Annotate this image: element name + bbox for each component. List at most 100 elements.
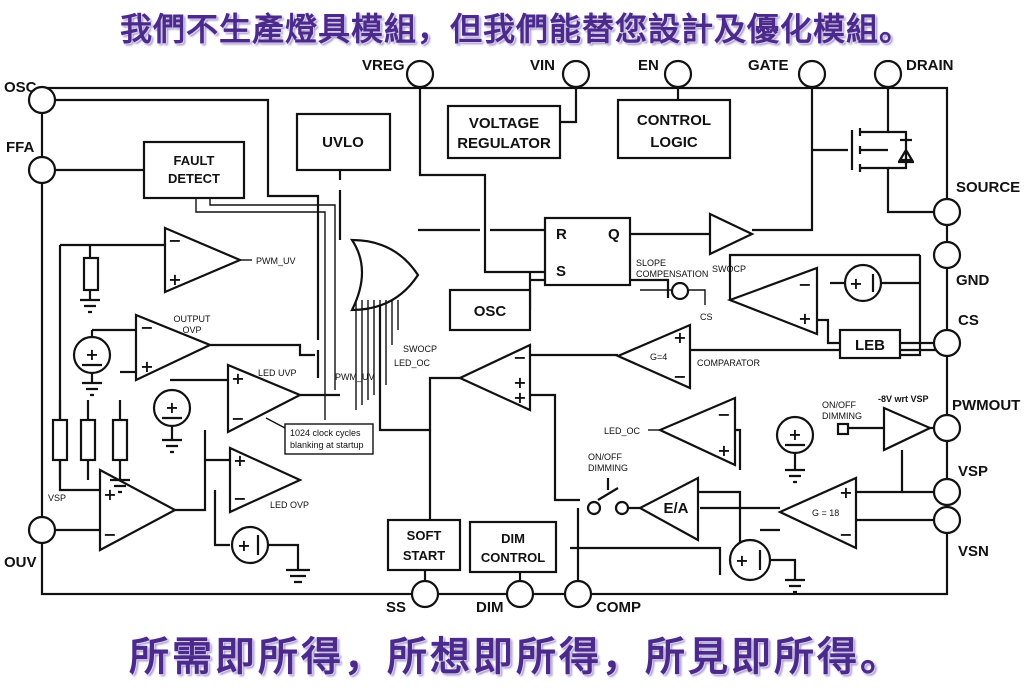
svg-text:−: − (140, 318, 153, 337)
led-uvp-label: LED UVP (258, 368, 297, 378)
svg-text:+: + (233, 451, 246, 470)
svg-text:+: + (140, 357, 153, 376)
swocp-comparator: SWOCP − + (712, 264, 819, 336)
pin-vsp: VSP (932, 463, 988, 507)
pin-gnd: GND (932, 240, 990, 289)
pin-dim: DIM (476, 579, 535, 616)
pin-ss: SS (386, 579, 440, 616)
pin-gnd-label: GND (956, 272, 990, 289)
control-logic-label-2: LOGIC (650, 134, 698, 151)
pin-osc-label: OSC (4, 79, 37, 96)
led-ovp-label: LED OVP (270, 500, 309, 510)
blanking-label-1: 1024 clock cycles (290, 428, 361, 438)
pwmout-buffer: ON/OFF DIMMING -8V wrt VSP (822, 394, 933, 452)
pin-gate-label: GATE (748, 57, 789, 74)
pin-en: EN (638, 57, 693, 89)
slope-label-2: COMPENSATION (636, 269, 708, 279)
svg-text:−: − (673, 367, 686, 386)
fault-detect-block: FAULT DETECT (142, 140, 246, 200)
osc-block: OSC (448, 288, 532, 332)
control-logic-label-1: CONTROL (637, 112, 711, 129)
dim-control-block: DIM CONTROL (468, 520, 558, 574)
onoff-buf-label-1: ON/OFF (822, 400, 856, 410)
svg-text:−: − (231, 409, 244, 428)
pin-comp-label: COMP (596, 599, 641, 616)
uvlo-label: UVLO (322, 134, 364, 151)
pin-drain-label: DRAIN (906, 57, 954, 74)
or-gate: SWOCP LED_OC PWM_UV (335, 238, 437, 410)
blanking-note: 1024 clock cycles blanking at startup (265, 417, 374, 455)
svg-text:+: + (103, 485, 116, 504)
pwm-uv-gate-label: PWM_UV (335, 372, 375, 382)
top-banner-text: 我們不生產燈具模組，但我們能替您設計及優化模組。 (119, 10, 912, 48)
pin-cs: CS (932, 312, 979, 358)
voltage-regulator-block: VOLTAGE REGULATOR (446, 104, 562, 160)
pin-en-label: EN (638, 57, 659, 74)
pin-drain: DRAIN (873, 57, 954, 89)
pin-pwmout-label: PWMOUT (952, 397, 1020, 414)
svg-text:−: − (103, 525, 116, 544)
osc-block-label: OSC (474, 303, 507, 320)
pin-dim-label: DIM (476, 599, 504, 616)
pin-vreg-label: VREG (362, 57, 405, 74)
pin-vsn-label: VSN (958, 543, 989, 560)
fault-detect-label-2: DETECT (168, 171, 220, 186)
sr-latch-block: R S Q (543, 216, 632, 287)
onoff-sw-label-2: DIMMING (588, 463, 628, 473)
fault-detect-label-1: FAULT (174, 153, 215, 168)
pin-ouv: OUV (4, 515, 57, 571)
pin-vin: VIN (530, 57, 591, 89)
reference-source-gnd: + (843, 263, 883, 303)
svg-text:−: − (513, 348, 526, 367)
pin-ffa: FFA (6, 139, 57, 185)
svg-text:+: + (231, 369, 244, 388)
reference-source-ea: + (728, 538, 797, 582)
reference-source-ovp: + (72, 335, 112, 383)
svg-text:+: + (839, 483, 852, 502)
led-uvp-opamp: + − LED UVP (226, 363, 303, 434)
svg-text:+: + (735, 551, 748, 570)
pin-gate: GATE (748, 57, 827, 89)
led-oc-comparator: LED_OC − + (604, 396, 737, 467)
dim-control-label-2: CONTROL (481, 550, 545, 565)
led-oc-gate-label: LED_OC (394, 358, 431, 368)
pin-cs-label: CS (958, 312, 979, 329)
comparator-label: COMPARATOR (697, 358, 761, 368)
leb-label: LEB (855, 337, 885, 354)
bottom-banner-text: 所需即所得，所想即所得，所見即所得。 (129, 633, 903, 680)
pin-pwmout: PWMOUT (932, 397, 1020, 443)
onoff-buf-label-2: DIMMING (822, 411, 862, 421)
swocp-gate-label: SWOCP (403, 344, 437, 354)
swocp-cmp-label: SWOCP (712, 264, 746, 274)
latch-q-label: Q (608, 226, 620, 243)
svg-text:+: + (85, 345, 98, 364)
latch-r-label: R (556, 226, 567, 243)
pin-osc: OSC (4, 79, 57, 115)
pin-ffa-label: FFA (6, 139, 34, 156)
cs-small-label: CS (700, 312, 713, 322)
soft-start-label-1: SOFT (407, 528, 442, 543)
reference-source-uvp: + (152, 388, 192, 440)
pwm-uv-label: PWM_UV (256, 256, 296, 266)
output-ovp-opamp: − + OUTPUT OVP (134, 313, 213, 382)
soft-start-label-2: START (403, 548, 445, 563)
pin-comp: COMP (563, 579, 641, 616)
resistor-divider (51, 256, 129, 462)
svg-text:+: + (513, 373, 526, 392)
g4-amplifier: G=4 + − COMPARATOR (615, 323, 761, 390)
svg-text:−: − (233, 489, 246, 508)
pin-ss-label: SS (386, 599, 406, 616)
svg-text:−: − (839, 525, 852, 544)
ea-amplifier: E/A (637, 476, 700, 542)
svg-text:+: + (237, 536, 250, 555)
ouv-opamp: + − VSP (48, 468, 178, 552)
slope-compensation: SLOPE COMPENSATION CS (636, 258, 713, 322)
onoff-sw-label-1: ON/OFF (588, 452, 622, 462)
ground-symbols (80, 298, 805, 594)
g18-label: G = 18 (812, 508, 839, 518)
latch-s-label: S (556, 263, 566, 280)
pin-ouv-label: OUV (4, 554, 37, 571)
minus8v-label: -8V wrt VSP (878, 394, 929, 404)
svg-text:+: + (165, 398, 178, 417)
